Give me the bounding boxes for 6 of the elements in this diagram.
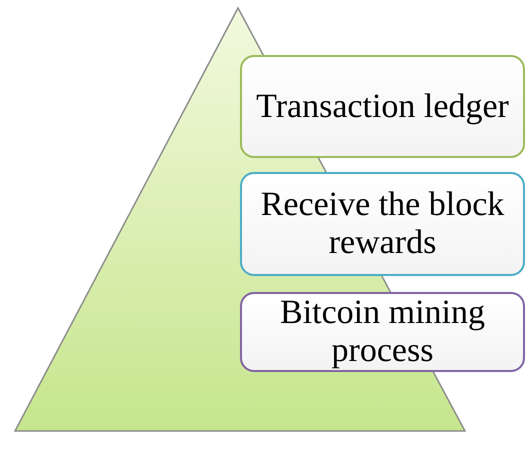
box-label: Receive the block rewards <box>260 186 506 262</box>
label-box <box>240 172 525 276</box>
box-label: Transaction ledger <box>256 88 509 126</box>
box-label: Bitcoin mining process <box>279 294 486 370</box>
label-box <box>240 292 525 372</box>
label-box <box>240 55 525 158</box>
